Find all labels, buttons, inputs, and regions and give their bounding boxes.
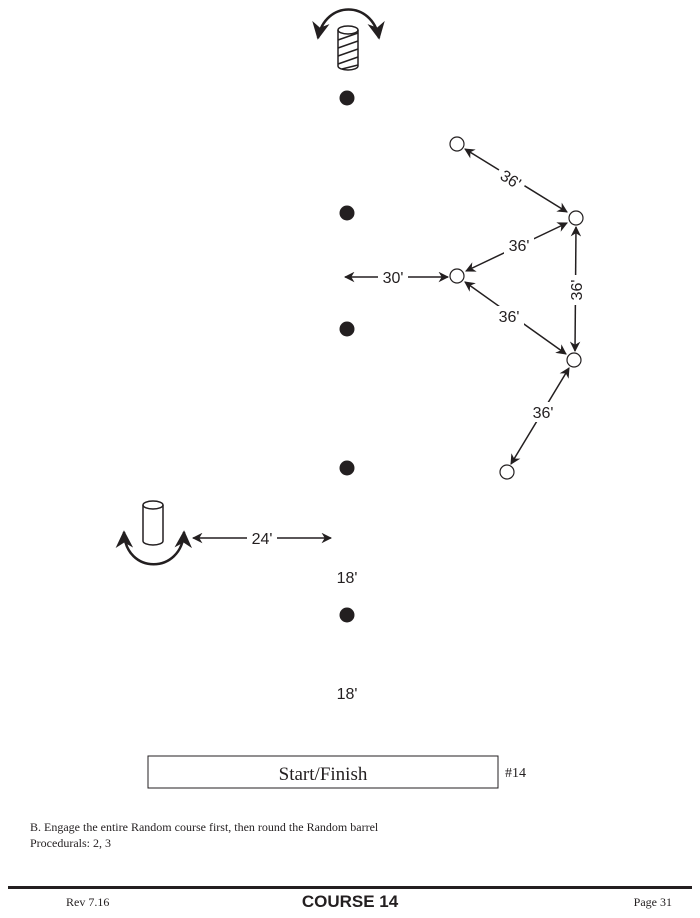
- striped-barrel-icon: [312, 8, 385, 71]
- distance-label: 36': [509, 238, 530, 255]
- revision-label: Rev 7.16: [66, 895, 110, 909]
- instruction-text: B. Engage the entire Random course first…: [30, 820, 379, 834]
- marker-dot: [339, 205, 355, 221]
- random-cones: [449, 136, 584, 480]
- marker-dot: [339, 460, 355, 476]
- cone-marker: [449, 136, 465, 152]
- marker-dot: [339, 607, 355, 623]
- distance-label: 18': [337, 686, 358, 703]
- course-title: COURSE 14: [301, 892, 399, 911]
- cone-marker: [449, 268, 465, 284]
- distance-label: 36': [499, 309, 520, 326]
- distance-label: 36': [569, 280, 586, 301]
- random-barrel-icon: [115, 500, 192, 566]
- marker-dot: [339, 321, 355, 337]
- marker-dot: [339, 90, 355, 106]
- distance-label: 18': [337, 570, 358, 587]
- procedurals-text: Procedurals: 2, 3: [30, 836, 111, 850]
- start-finish-box: [147, 755, 499, 789]
- course-number: #14: [505, 766, 526, 781]
- page-number: Page 31: [633, 895, 672, 909]
- cone-marker: [499, 464, 515, 480]
- distance-label: 30': [383, 270, 404, 287]
- distance-arrows: [191, 148, 582, 544]
- cone-marker: [568, 210, 584, 226]
- distance-label: 36': [533, 405, 554, 422]
- center-markers: [339, 90, 355, 623]
- distance-label: 24': [252, 531, 273, 548]
- cone-marker: [566, 352, 582, 368]
- start-finish-label: Start/Finish: [279, 764, 368, 785]
- footer-divider: [8, 886, 692, 889]
